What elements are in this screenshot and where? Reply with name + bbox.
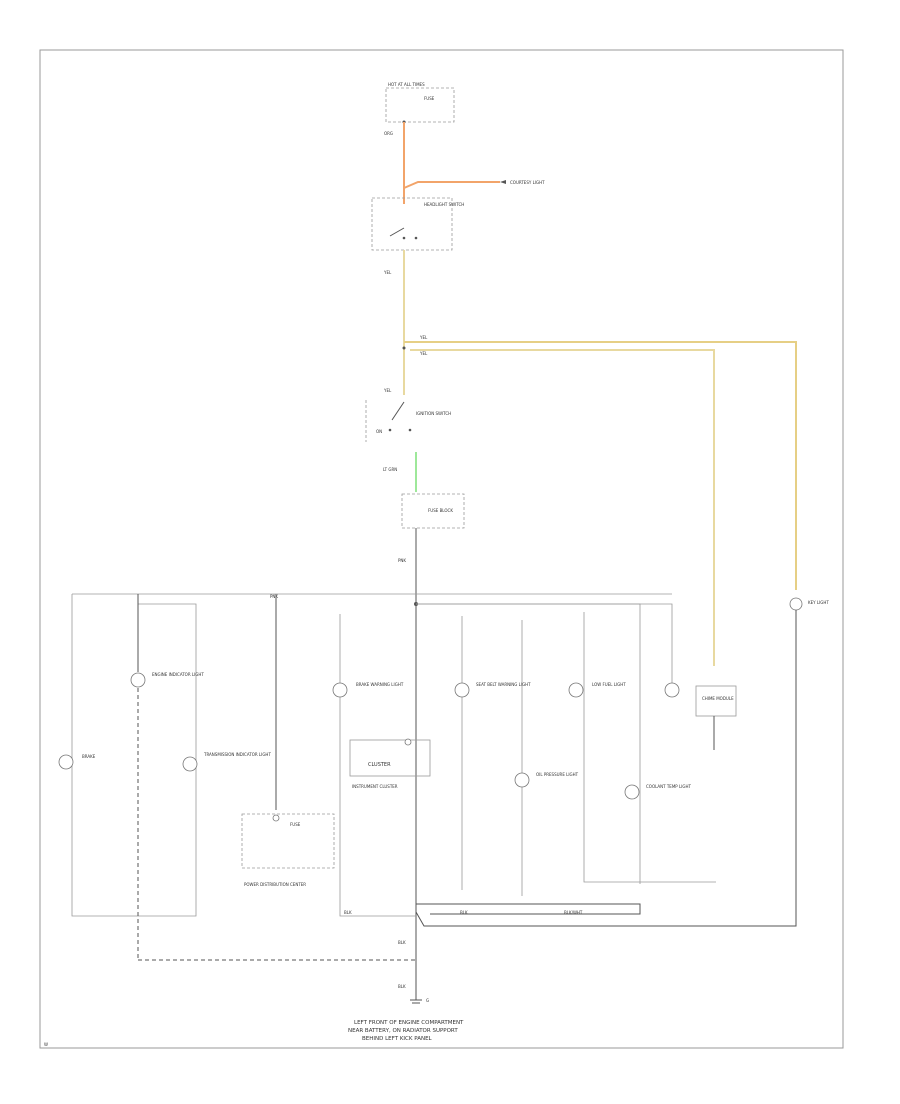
instrument-cluster-label: INSTRUMENT CLUSTER (352, 784, 398, 789)
wire-pnk-label: PNK (398, 558, 406, 563)
corner-tag: W (44, 1042, 48, 1047)
courtesy-light-label: COURTESY LIGHT (510, 180, 545, 185)
wire-blk-label-1: BLK (344, 910, 352, 915)
top-fuse-label: FUSE (424, 96, 435, 101)
oil-pressure-label: OIL PRESSURE LIGHT (536, 772, 579, 777)
orange-wire: ORG COURTESY LIGHT (384, 122, 545, 204)
wire-blk-wht-label: BLK/WHT (564, 910, 583, 915)
engine-indicator-label: ENGINE INDICATOR LIGHT (152, 672, 204, 677)
wire-blk-label-4: BLK (398, 984, 406, 989)
bottom-caption-3: BEHIND LEFT KICK PANEL (362, 1036, 433, 1042)
trans-indicator-light: TRANSMISSION INDICATOR LIGHT (182, 752, 271, 772)
wire-yel-label-2: YEL (419, 335, 428, 340)
chime-module-label: CHIME MODULE (702, 696, 734, 701)
hot-at-all-times-label: HOT AT ALL TIMES (388, 82, 425, 87)
ign-run-label: ON (376, 429, 382, 434)
chime-module: CHIME MODULE (664, 682, 737, 750)
brake-warning-light: BRAKE WARNING LIGHT (332, 614, 416, 917)
engine-indicator-light: ENGINE INDICATOR LIGHT (130, 594, 204, 960)
low-fuel-light: LOW FUEL LIGHT (568, 612, 716, 883)
bottom-caption-2: NEAR BATTERY, ON RADIATOR SUPPORT (348, 1028, 458, 1034)
diagram-frame (39, 49, 844, 1049)
wire-blk-label-2: BLK (460, 910, 468, 915)
yellow-wire: YEL YEL YEL YEL (383, 250, 797, 666)
fuse-block: FUSE BLOCK (401, 493, 465, 529)
ground-bus: BLK BLK BLK/WHT BLK BLK G (138, 903, 641, 1004)
headlight-switch: HEADLIGHT SWITCH (371, 197, 464, 251)
low-fuel-label: LOW FUEL LIGHT (592, 682, 626, 687)
wire-blk-label-3: BLK (398, 940, 406, 945)
wire-yel-label-1: YEL (383, 270, 392, 275)
wire-yel-label-4: YEL (383, 388, 392, 393)
top-fuse-box: HOT AT ALL TIMES FUSE (385, 82, 455, 124)
bottom-caption-1: LEFT FRONT OF ENGINE COMPARTMENT (354, 1020, 464, 1026)
headlight-switch-label: HEADLIGHT SWITCH (424, 202, 464, 207)
power-distribution-fuse: FUSE POWER DISTRIBUTION CENTER (241, 594, 335, 887)
brake-warning-label: BRAKE WARNING LIGHT (356, 682, 404, 687)
bottom-captions: LEFT FRONT OF ENGINE COMPARTMENT NEAR BA… (348, 1020, 464, 1042)
key-light-label: KEY LIGHT (808, 600, 829, 605)
oil-pressure-light: OIL PRESSURE LIGHT (514, 620, 579, 896)
green-wire: LT GRN (383, 452, 417, 492)
wire-grn-label: LT GRN (383, 467, 397, 472)
ground-label: G (426, 998, 429, 1003)
seat-belt-light: SEAT BELT WARNING LIGHT (454, 616, 531, 890)
ignition-switch-label: IGNITION SWITCH (416, 411, 451, 416)
power-fuse-label: FUSE (290, 822, 301, 827)
left-gauge-label: BRAKE (82, 754, 96, 759)
key-light: KEY LIGHT (415, 597, 829, 927)
pink-bus: PNK PNK (71, 528, 673, 930)
wire-pnk-label-2: PNK (270, 594, 278, 599)
coolant-temp-light: COOLANT TEMP LIGHT (624, 784, 691, 800)
coolant-temp-label: COOLANT TEMP LIGHT (646, 784, 691, 789)
power-distribution-label: POWER DISTRIBUTION CENTER (244, 882, 306, 887)
wire-org-label: ORG (384, 131, 393, 136)
seat-belt-label: SEAT BELT WARNING LIGHT (476, 682, 531, 687)
left-gauge-group: BRAKE (58, 754, 96, 770)
trans-indicator-label: TRANSMISSION INDICATOR LIGHT (203, 752, 271, 757)
cluster-inner-label: CLUSTER (368, 762, 391, 768)
instrument-cluster: CLUSTER INSTRUMENT CLUSTER (349, 738, 431, 789)
ignition-switch: ON IGNITION SWITCH (365, 400, 451, 442)
wire-yel-label-3: YEL (419, 351, 428, 356)
fuse-block-label: FUSE BLOCK (428, 508, 453, 513)
